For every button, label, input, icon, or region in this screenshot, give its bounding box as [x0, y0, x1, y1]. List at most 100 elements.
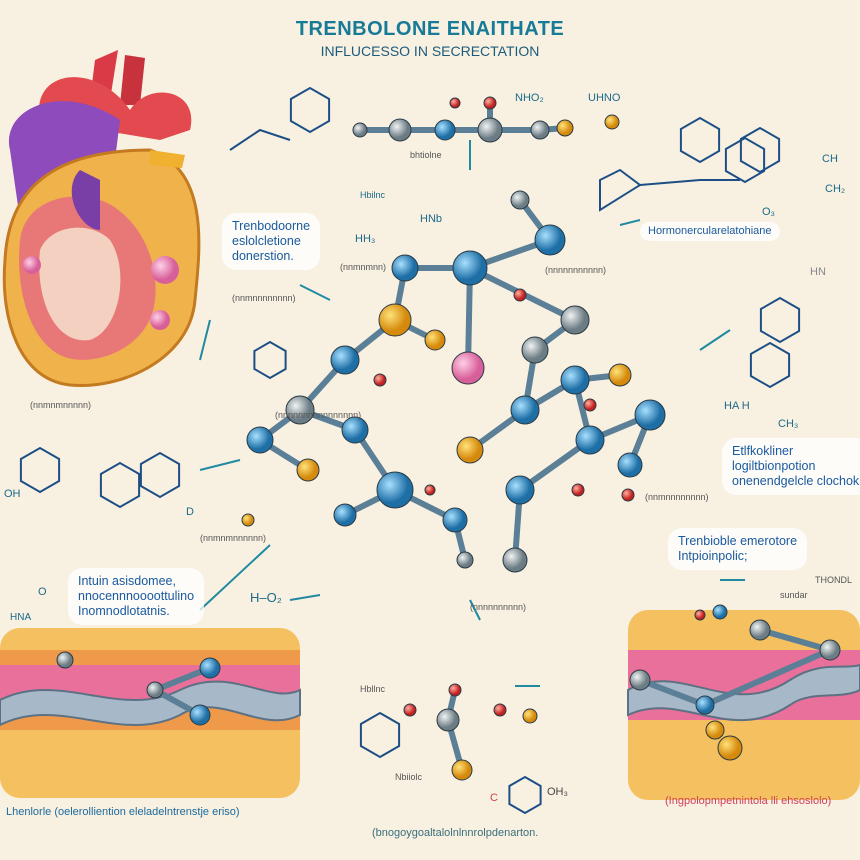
- chem-label: O: [38, 586, 47, 598]
- caption-bottom-center: (bnogoygoaltalolnlnnrolpdenarton.: [372, 827, 539, 839]
- small-label: (nnnnnnnnnnn): [545, 265, 607, 275]
- ring-structure: [253, 340, 287, 380]
- chem-label: HNA: [10, 612, 32, 623]
- oxygen-atom: [448, 683, 462, 697]
- small-label: Hbllnc: [360, 684, 386, 694]
- sulfur-atom: [705, 720, 725, 740]
- chem-label: NHO₂: [515, 92, 544, 104]
- ring-structure: [289, 86, 331, 134]
- ring-structure: [749, 341, 791, 389]
- arrow: [289, 594, 321, 601]
- carbon-atom: [246, 426, 274, 454]
- oxygen-atom: [571, 483, 585, 497]
- bond: [702, 647, 833, 708]
- ring-structure: [139, 451, 181, 499]
- heart-illustration: [2, 50, 201, 388]
- carbon-atom: [391, 254, 419, 282]
- carbon-atom: [617, 452, 643, 478]
- arrow: [199, 544, 271, 611]
- page-subtitle: INFLUCESSO IN SECRECTATION: [320, 43, 540, 59]
- carbon-atom: [341, 416, 369, 444]
- callout-line: Inomnodlotatnis.: [78, 604, 170, 618]
- sulfur-atom: [378, 303, 412, 337]
- arrow: [469, 599, 481, 621]
- carbon-atom: [333, 503, 357, 527]
- bond-line: [229, 128, 291, 151]
- oxygen-atom: [424, 484, 436, 496]
- ring-structure: [724, 136, 766, 184]
- chem-label: HH₃: [355, 233, 376, 245]
- callout-lower-left: Intuin asisdomee, nnocennnoooottulino In…: [68, 568, 205, 625]
- hydrogen-atom: [510, 190, 530, 210]
- callout-line: onenendgelcle clochokije: [732, 474, 860, 488]
- chem-label: H–O₂: [250, 590, 282, 605]
- small-label: THONDL: [815, 575, 853, 585]
- arrow: [619, 219, 641, 226]
- sulfur-atom: [556, 119, 574, 137]
- hydrogen-atom: [388, 118, 412, 142]
- sulfur-atom: [717, 735, 743, 761]
- chem-label: HA H: [724, 400, 750, 412]
- bond-line: [599, 168, 642, 212]
- arrow: [299, 284, 331, 301]
- hydrogen-atom: [56, 651, 74, 669]
- sulfur-atom: [608, 363, 632, 387]
- small-label: (nnnnnnnnnn): [470, 602, 527, 612]
- carbon-atom: [376, 471, 414, 509]
- chem-label: CH₃: [778, 418, 799, 430]
- sulfur-atom: [241, 513, 255, 527]
- small-label: (nnnnnnnnnnnnnnnn): [275, 410, 362, 420]
- callout-mid-right: Etlfkokliner logiltbionpotion onenendgel…: [722, 438, 860, 495]
- oxygen-atom: [483, 96, 497, 110]
- hydrogen-atom: [819, 639, 841, 661]
- callout-line: Trenbioble emerotore: [678, 534, 798, 548]
- tissue-right: [627, 610, 860, 800]
- carbon-atom: [510, 395, 540, 425]
- arrow: [199, 319, 211, 361]
- oxygen-atom: [621, 488, 635, 502]
- chem-label: CH₂: [825, 183, 846, 195]
- callout-line: Trenbodoorne: [232, 219, 311, 233]
- oxygen-atom: [513, 288, 527, 302]
- carbon-atom: [434, 119, 456, 141]
- chem-label: D: [186, 506, 194, 518]
- oxygen-atom: [449, 97, 461, 109]
- hydrogen-atom: [560, 305, 590, 335]
- carbon-atom: [330, 345, 360, 375]
- bond: [637, 677, 708, 708]
- sulfur-atom: [522, 708, 538, 724]
- page-title: TRENBOLONE ENAITHATE: [295, 18, 565, 40]
- carbon-atom: [189, 704, 211, 726]
- bond: [757, 627, 833, 653]
- chem-label: O₃: [762, 206, 776, 218]
- small-label: Nbiiolc: [395, 772, 423, 782]
- small-label: (nnmnnnnnnnn): [645, 492, 709, 502]
- callout-top-right: Hormonercularelatohiane: [640, 222, 780, 241]
- nitrogen-atom: [451, 351, 485, 385]
- carbon-atom: [695, 695, 715, 715]
- caption-bottom-right: (Ingpolopmpetnintola lli ehsoslolo): [665, 795, 832, 807]
- chem-label: UHNO: [588, 92, 621, 104]
- carbon-atom: [505, 475, 535, 505]
- callout-line: Intpioinpolic;: [678, 549, 748, 563]
- small-label: (nnmnmnnnnn): [30, 400, 92, 410]
- tissue-left: [0, 628, 301, 798]
- callout-top-left: Trenbodoorne eslolcletione donerstion.: [222, 213, 321, 270]
- sulfur-atom: [456, 436, 484, 464]
- chem-label: C: [490, 792, 498, 804]
- hydrogen-atom: [146, 681, 164, 699]
- oxygen-atom: [493, 703, 507, 717]
- arrow: [699, 329, 731, 351]
- hydrogen-atom: [352, 122, 368, 138]
- ring-structure: [359, 711, 401, 759]
- sulfur-atom: [296, 458, 320, 482]
- sulfur-atom: [424, 329, 446, 351]
- carbon-atom: [442, 507, 468, 533]
- carbon-atom: [199, 657, 221, 679]
- callout-line: nnocennnoooottulino: [78, 589, 195, 603]
- callout-line: logiltbionpotion: [732, 459, 816, 473]
- hydrogen-atom: [436, 708, 460, 732]
- oxygen-atom: [403, 703, 417, 717]
- arrow: [199, 459, 241, 471]
- callout-line: Etlfkokliner: [732, 444, 794, 458]
